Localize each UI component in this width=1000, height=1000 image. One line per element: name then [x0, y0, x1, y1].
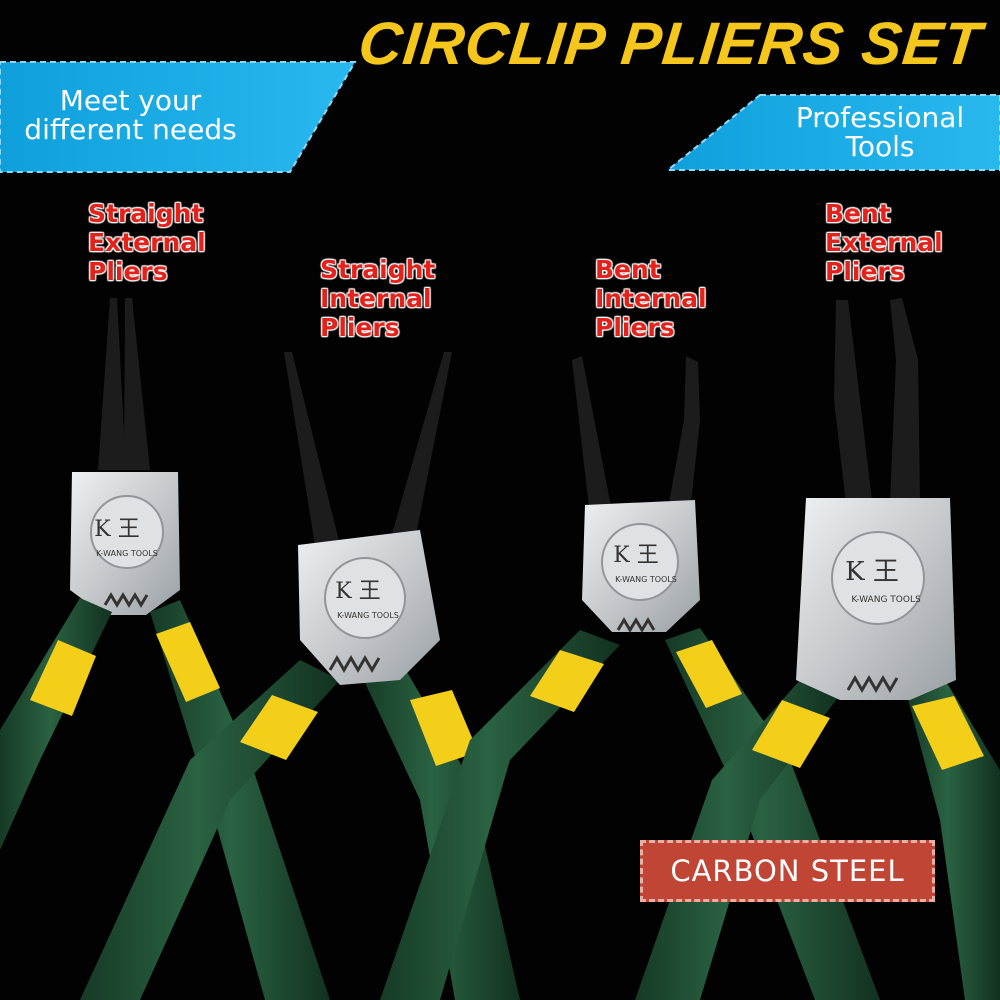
plier-3-sleeve-right	[676, 640, 742, 708]
plier-2-jaw-right	[388, 352, 452, 555]
banner-right-text: Professional Tools	[770, 103, 990, 161]
plier-2-sleeve-right	[410, 690, 478, 766]
plier-2-brand: K 王	[335, 579, 380, 604]
plier-straight-internal	[80, 352, 520, 1000]
plier-1-sleeve-right	[156, 622, 220, 702]
plier-3-handle-left	[380, 630, 620, 1000]
plier-2-sleeve-left	[240, 695, 318, 760]
plier-1-spring	[103, 592, 149, 608]
banner-right-line-2: Tools	[845, 130, 915, 163]
plier-4-sleeve-right	[912, 696, 984, 770]
plier-3-pivot	[601, 523, 679, 601]
carbon-steel-badge: CARBON STEEL	[640, 840, 935, 902]
label-bent-external: Bent External Pliers	[825, 199, 943, 286]
banner-right	[665, 94, 1000, 171]
plier-1-handle-right	[150, 600, 330, 1000]
plier-1-brand: K 王	[94, 517, 139, 542]
plier-3-jaw-left	[572, 356, 612, 516]
label-line: Pliers	[320, 313, 400, 342]
plier-3-brand: K 王	[613, 543, 658, 568]
label-line: Pliers	[595, 313, 675, 342]
label-line: Straight	[320, 255, 436, 284]
plier-1-sleeve-left	[30, 640, 96, 716]
plier-4-jaw-left	[834, 300, 872, 504]
plier-4-spring	[846, 675, 899, 693]
plier-1-brand-sub: K-WANG TOOLS	[96, 549, 158, 558]
banner-left-line-2: different needs	[24, 113, 237, 146]
label-line: Pliers	[825, 257, 905, 286]
label-straight-external: Straight External Pliers	[88, 199, 206, 286]
plier-3-spring	[616, 617, 656, 633]
banner-left-line-1: Meet your	[59, 84, 202, 117]
label-bent-internal: Bent Internal Pliers	[595, 255, 707, 342]
label-line: External	[825, 228, 943, 257]
plier-4-pivot	[831, 531, 925, 625]
label-line: Internal	[595, 284, 707, 313]
label-straight-internal: Straight Internal Pliers	[320, 255, 435, 342]
label-line: Straight	[88, 199, 204, 228]
label-line: Bent	[825, 199, 891, 228]
plier-bent-internal	[380, 356, 880, 1000]
plier-4-sleeve-left	[752, 700, 830, 768]
plier-3-brand-sub: K-WANG TOOLS	[615, 575, 677, 584]
label-line: Pliers	[88, 257, 168, 286]
plier-4-handle-right	[905, 680, 1000, 1000]
banner-left	[0, 61, 357, 173]
plier-2-pivot	[324, 557, 406, 639]
plier-2-jaw-left	[284, 352, 340, 552]
plier-3-sleeve-left	[530, 650, 604, 712]
plier-2-brand-sub: K-WANG TOOLS	[337, 611, 399, 620]
plier-3-jaw-right	[668, 356, 700, 512]
plier-4-brand-sub: K-WANG TOOLS	[851, 595, 921, 605]
plier-1-jaw-right	[124, 298, 150, 470]
plier-1-jaw-left	[98, 298, 126, 470]
plier-4-jaw-right	[890, 298, 920, 502]
label-line: External	[88, 228, 206, 257]
plier-3-handle-right	[665, 628, 880, 1000]
banner-right-line-1: Professional	[795, 101, 965, 134]
plier-1-handle-left	[0, 598, 112, 850]
banner-left-text: Meet your different needs	[8, 86, 253, 144]
plier-straight-external	[0, 298, 330, 1000]
plier-1-pivot	[90, 495, 164, 569]
page-title: CIRCLIP PLIERS SET	[356, 10, 986, 77]
plier-4-brand: K 王	[845, 557, 899, 587]
plier-2-spring	[328, 655, 381, 673]
label-line: Internal	[320, 284, 432, 313]
label-line: Bent	[595, 255, 661, 284]
